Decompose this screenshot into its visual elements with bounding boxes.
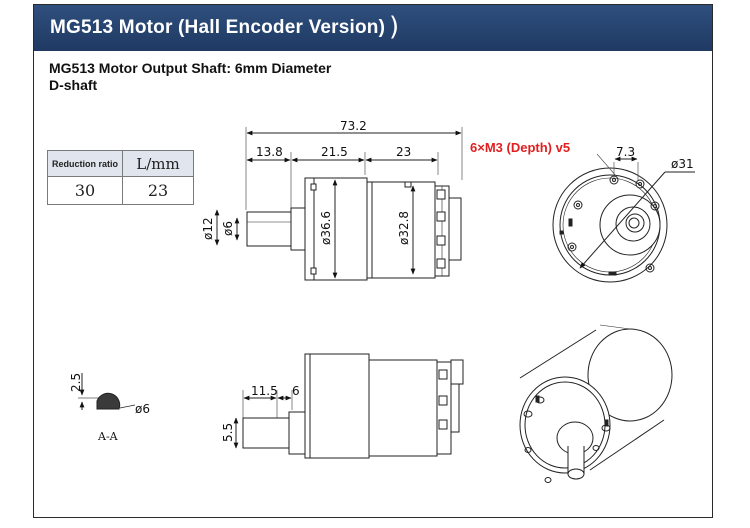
thread-note: 6×M3 (Depth) v5 — [470, 140, 570, 155]
isometric-view — [519, 324, 673, 483]
side-view — [233, 353, 464, 459]
banner-bracket-glyph: ) — [389, 12, 400, 42]
dim-d32-8: ø32.8 — [397, 211, 411, 245]
dim-d12: ø12 — [201, 217, 215, 240]
dim-d31: ø31 — [671, 157, 694, 171]
dim-6: 6 — [292, 384, 300, 398]
dim-overall-length: 73.2 — [340, 119, 367, 133]
subtitle-line-2: D-shaft — [49, 77, 98, 93]
title-banner: MG513 Motor (Hall Encoder Version) ) — [34, 5, 712, 51]
banner-title: MG513 Motor (Hall Encoder Version) — [50, 17, 386, 38]
dim-23: 23 — [396, 145, 411, 159]
spec-subtitle: MG513 Motor Output Shaft: 6mm Diameter D… — [49, 60, 331, 94]
dim-13-8: 13.8 — [256, 145, 283, 159]
dim-21-5: 21.5 — [321, 145, 348, 159]
dim-2-5: 2.5 — [69, 373, 83, 392]
dim-11-5: 11.5 — [251, 384, 278, 398]
cell-length-value: 23 — [122, 176, 194, 205]
dim-d36-6: ø36.6 — [319, 211, 333, 245]
dim-5-5: 5.5 — [221, 423, 235, 442]
subtitle-line-1: MG513 Motor Output Shaft: 6mm Diameter — [49, 60, 332, 76]
drawing-frame — [33, 4, 713, 518]
dim-d6-section: ø6 — [135, 402, 150, 416]
section-caption: A-A — [97, 430, 119, 443]
dim-7-3: 7.3 — [616, 145, 635, 159]
shaft-section — [78, 373, 136, 410]
dim-d6-shaft: ø6 — [221, 221, 235, 236]
end-view — [552, 153, 695, 283]
top-view — [214, 127, 463, 281]
cell-ratio-value: 30 — [47, 176, 123, 205]
header-length: L/mm — [122, 150, 194, 177]
reduction-ratio-table: Reduction ratio L/mm 30 23 — [47, 150, 194, 205]
